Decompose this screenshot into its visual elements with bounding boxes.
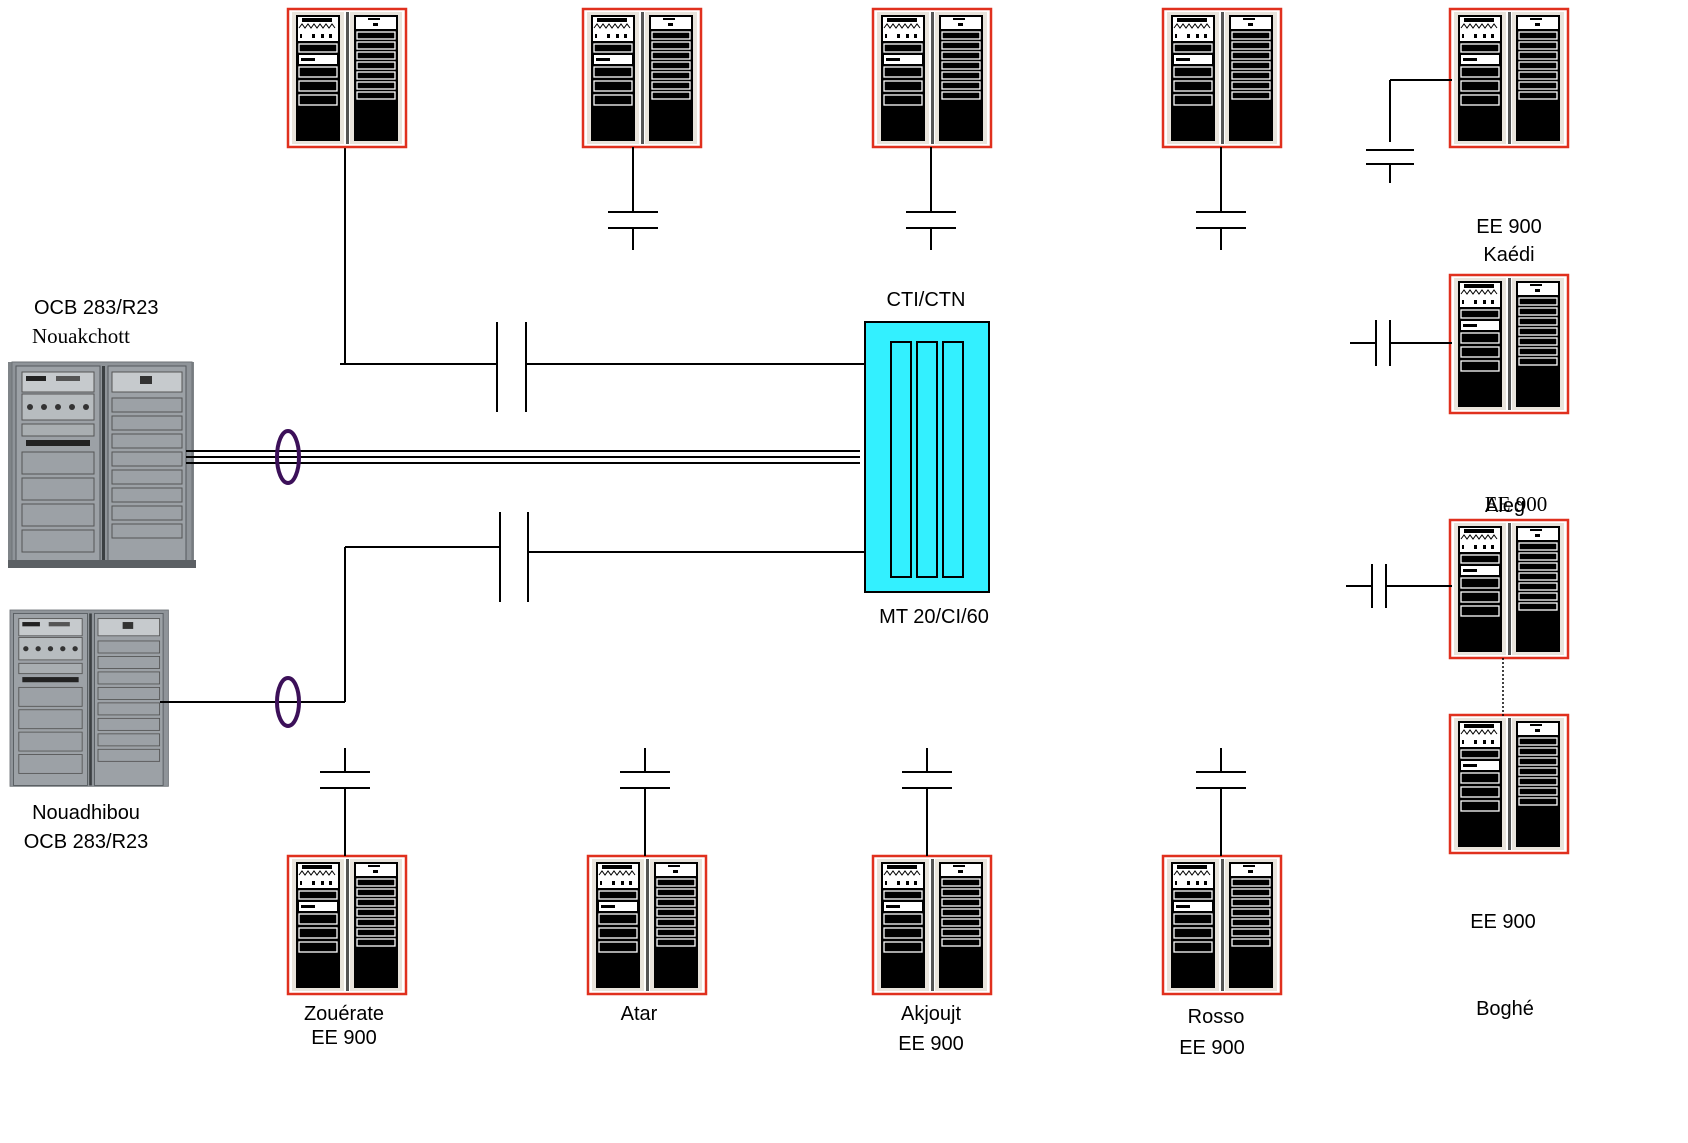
akjoujt-city: Akjoujt [900,1003,962,1025]
cabinet-kaedi [1448,273,1570,415]
kaedi-model: EE 900 [1476,216,1542,238]
trunk-bundle [186,450,860,464]
cabinet-top-3 [871,7,993,149]
kaedi-city: Kaédi [1483,244,1535,266]
ocb-nouakchott-city: Nouakchott [32,324,130,348]
ocb-nouadhibou-city: Nouadhibou [32,802,140,824]
cabinet-top-2 [581,7,703,149]
top-capacitors [607,147,1247,250]
center-bottom-label: MT 20/CI/60 [879,606,989,628]
rosso-city: Rosso [1187,1006,1245,1028]
upper-link [340,145,866,412]
cabinet-aleg [1448,518,1570,660]
center-switch [864,321,990,593]
ring-nouadhibou [275,676,301,728]
bottom-capacitors [319,748,1247,856]
atar-city: Atar [620,1003,658,1025]
zouerate-model: EE 900 [311,1027,377,1049]
ocb-nouakchott-rack [8,361,196,568]
boghe-model: EE 900 [1470,911,1536,933]
cabinet-top-1 [286,7,408,149]
ring-nouakchott [275,429,301,485]
cabinet-right-1 [1448,7,1570,149]
center-top-label: CTI/CTN [886,289,966,311]
aleg-model: EE 900 [1484,492,1548,516]
cabinet-akjoujt [871,854,993,996]
cabinet-boghe [1448,713,1570,855]
cabinet-zouerate [286,854,408,996]
ocb-nouakchott-model: OCB 283/R23 [34,297,159,319]
zouerate-city: Zouérate [303,1003,385,1025]
ocb-nouadhibou-rack [9,609,169,787]
boghe-city: Boghé [1476,998,1534,1020]
akjoujt-model: EE 900 [898,1033,964,1055]
right-connectors [1346,79,1504,716]
cabinet-atar [586,854,708,996]
ocb-nouadhibou-model: OCB 283/R23 [23,831,149,853]
aleg-city-label: Aleg [1484,495,1526,517]
cabinet-rosso [1161,854,1283,996]
nouadhibou-link [160,512,866,703]
rosso-model: EE 900 [1179,1037,1245,1059]
cabinet-top-4 [1161,7,1283,149]
